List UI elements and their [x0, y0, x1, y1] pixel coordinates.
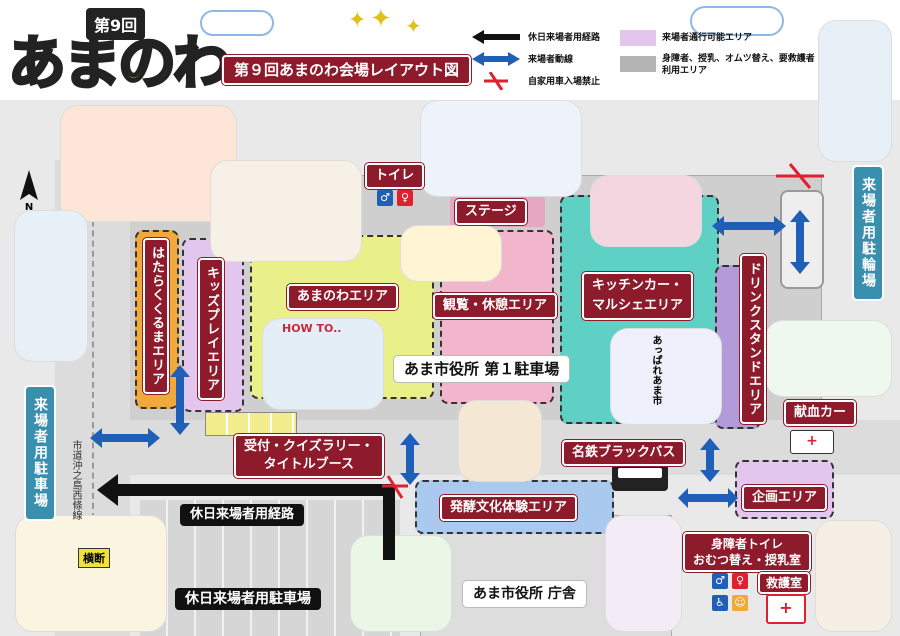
road-center-line: [92, 170, 95, 630]
drink-label: ドリンクスタンドエリア: [740, 254, 766, 424]
holiday-route-label: 休日来場者用経路: [180, 504, 305, 526]
compass-north-icon: N: [14, 170, 44, 213]
bird-icon: ✦: [370, 4, 392, 34]
legend-passable-area: 来場者通行可能エリア: [662, 33, 753, 43]
logo: 第9回 あまのわ: [6, 8, 233, 100]
cloud-icon: [690, 6, 784, 36]
kikaku-label: 企画エリア: [742, 485, 828, 511]
kenketsu-label: 献血カー: [784, 400, 857, 426]
accessible-label-line2: おむつ替え・授乳室: [693, 553, 802, 567]
wheelchair-icon: ♿: [712, 595, 728, 611]
legend-accessible-area-1: 身障者、授乳、オムツ替え、要救護者: [662, 54, 815, 64]
kitchen-label-line2: マルシェエリア: [592, 298, 684, 313]
legend-visitor-flow: 来場者動線: [528, 55, 574, 65]
first-aid-icon: +: [766, 594, 806, 624]
accessible-label-line1: 身障者トイレ: [711, 537, 784, 551]
samurai-speech: あっぱれあま市: [650, 335, 661, 405]
legend-holiday-route: 休日来場者用経路: [528, 33, 601, 43]
road-name-label: 市道沖之島西條線: [70, 440, 81, 520]
toilet-female-icon: ♀: [732, 573, 748, 589]
holiday-route-legend-arrow: [472, 30, 520, 44]
no-cars-legend-mark: [484, 72, 508, 90]
legend: 休日来場者用経路 来場者動線 自家用車入場禁止 来場者通行可能エリア 身障者、授…: [472, 28, 892, 100]
logo-text: あまのわ: [6, 29, 232, 98]
bike-parking-label: 来場者用駐輪場: [852, 165, 884, 301]
amanowa-label: あまのわエリア: [287, 284, 399, 310]
reception-label-line2: タイトルブース: [263, 457, 354, 472]
kitchen-label-line1: キッチンカー・: [592, 278, 684, 293]
edition-badge: 第9回: [86, 8, 146, 40]
hataraku-label: はたらくくるまエリア: [143, 238, 169, 394]
first-aid-label: 救護室: [758, 572, 811, 594]
svg-text:N: N: [25, 202, 33, 210]
bird-icon: ✦: [405, 14, 422, 38]
bike-area-zone: [780, 190, 824, 289]
samurai-mascot: [610, 328, 722, 425]
pagoda-building: [400, 225, 502, 282]
visitor-flow-legend-arrow: [472, 52, 520, 66]
nio-guardian: [818, 20, 892, 162]
wheelchair-caregiver: [605, 515, 682, 632]
kanran-label: 観覧・休憩エリア: [433, 293, 558, 319]
howto-text: HOW TO..: [282, 322, 342, 335]
workshop-people: [262, 318, 384, 410]
food-truck: [590, 175, 702, 247]
map-title: 第９回あまのわ会場レイアウト図: [222, 55, 472, 85]
toilet-male-icon: ♂: [712, 573, 728, 589]
bird-icon: ✦: [348, 8, 367, 33]
bus-icon: [612, 463, 668, 491]
fire-truck-and-workers: [60, 105, 237, 222]
accessible-label: 身障者トイレ おむつ替え・授乳室: [683, 532, 812, 572]
toilet-label: トイレ: [365, 163, 425, 189]
legend-accessible-area-2: 利用エリア: [662, 66, 708, 76]
toilet-female-icon: ♀: [397, 190, 413, 206]
hakko-label: 発酵文化体験エリア: [440, 495, 578, 521]
family-with-dog: [210, 160, 362, 262]
children-with-sign: [15, 515, 167, 632]
kidsplay-label: キッズプレイエリア: [198, 258, 224, 400]
parking1-label: あま市役所 第１駐車場: [393, 355, 571, 383]
alligator-mascot: [350, 535, 452, 632]
ambulance-icon: +: [790, 430, 834, 454]
toilet-male-icon: ♂: [377, 190, 393, 206]
sign-text: 横断: [78, 548, 110, 568]
accessible-area-swatch: [620, 56, 656, 72]
reception-label-line1: 受付・クイズラリー・: [244, 439, 374, 454]
band-characters: [420, 100, 582, 197]
legend-no-cars: 自家用車入場禁止: [528, 77, 601, 87]
cat-mascot: [815, 520, 892, 632]
nio-guardian: [14, 210, 88, 362]
car-parking-label: 来場者用駐車場: [24, 385, 56, 521]
reception-booths: [205, 412, 297, 436]
passable-area-swatch: [620, 30, 656, 46]
kids-dancing: [765, 320, 892, 397]
holiday-parking-label: 休日来場者用駐車場: [175, 588, 321, 610]
stage-label: ステージ: [455, 199, 527, 225]
baby-care-icon: ☺: [732, 595, 748, 611]
fermentation-barrel-worker: [458, 400, 542, 482]
cityhall-label: あま市役所 庁舎: [462, 580, 587, 608]
cloud-icon: [200, 10, 274, 36]
reception-label: 受付・クイズラリー・ タイトルブース: [234, 434, 384, 478]
kitchen-label: キッチンカー・ マルシェエリア: [582, 272, 694, 320]
meitetsu-label: 名鉄ブラックバス: [562, 440, 686, 466]
